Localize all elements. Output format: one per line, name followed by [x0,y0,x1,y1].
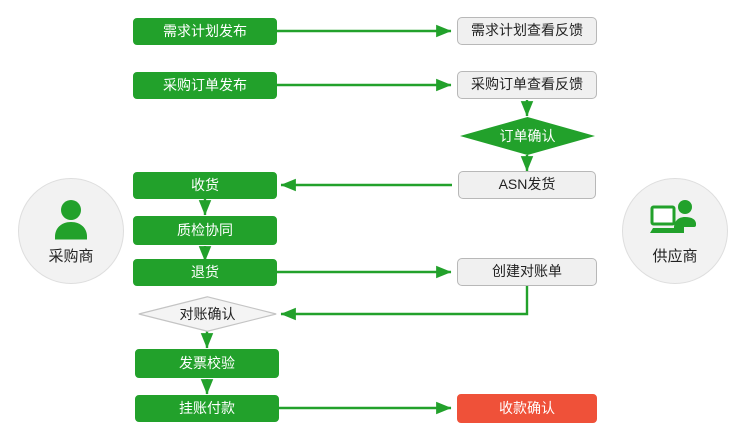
node-label: 对账确认 [179,306,236,322]
actor-buyer[interactable]: 采购商 [18,178,124,284]
node-label: 需求计划发布 [163,22,247,39]
person-at-computer-icon [649,197,701,241]
actor-supplier-label: 供应商 [652,247,698,265]
node-invoice-verify[interactable]: 发票校验 [135,349,279,378]
node-quality-inspection[interactable]: 质检协同 [133,216,277,245]
edge-create-statement-to-statement-confirm [280,286,529,321]
actor-buyer-label: 采购商 [48,247,94,265]
node-label: ASN发货 [498,176,556,193]
node-label: 订单确认 [499,128,556,144]
node-return-goods[interactable]: 退货 [133,259,277,286]
actor-supplier[interactable]: 供应商 [622,178,728,284]
node-order-confirm[interactable]: 订单确认 [460,117,595,155]
node-label: 创建对账单 [492,263,562,280]
node-purchase-order-feedback[interactable]: 采购订单查看反馈 [457,71,597,99]
node-label: 采购订单发布 [163,76,247,93]
node-label: 质检协同 [177,221,233,238]
node-payment-confirm[interactable]: 收款确认 [457,394,597,423]
person-icon [45,197,97,241]
node-demand-plan-publish[interactable]: 需求计划发布 [133,18,277,45]
node-label: 收款确认 [499,399,555,416]
node-label: 需求计划查看反馈 [471,22,583,39]
node-pending-payment[interactable]: 挂账付款 [135,395,279,422]
node-label: 退货 [191,263,219,280]
node-label: 发票校验 [179,354,235,371]
node-create-statement[interactable]: 创建对账单 [457,258,597,286]
node-receive-goods[interactable]: 收货 [133,172,277,199]
node-asn-shipment[interactable]: ASN发货 [458,171,596,199]
node-statement-confirm[interactable]: 对账确认 [138,296,277,332]
node-demand-plan-feedback[interactable]: 需求计划查看反馈 [457,17,597,45]
node-purchase-order-publish[interactable]: 采购订单发布 [133,72,277,99]
node-label: 采购订单查看反馈 [471,76,583,93]
node-label: 挂账付款 [179,399,235,416]
node-label: 收货 [191,176,219,193]
